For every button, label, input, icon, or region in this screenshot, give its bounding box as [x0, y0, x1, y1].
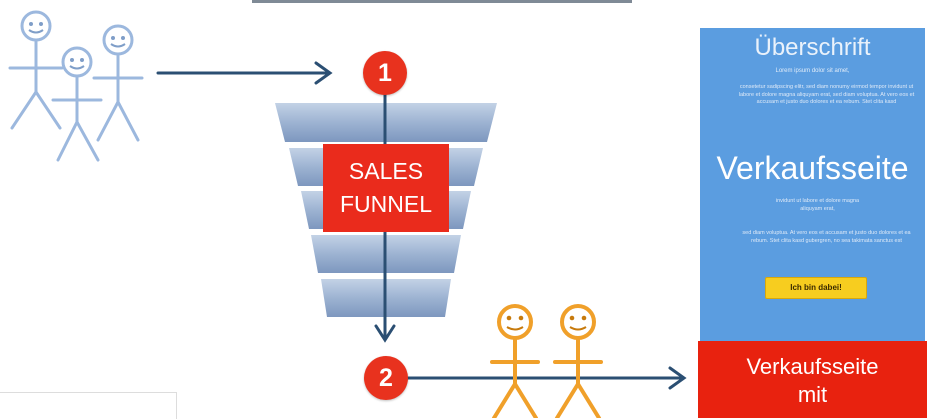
visitor-figure-1-face [28, 22, 44, 34]
sales-funnel-label: SALES FUNNEL [323, 144, 449, 232]
visitor-figure-3 [92, 24, 144, 142]
sales-page-headline: Verkaufsseite [716, 150, 909, 186]
buyer-figure-2-face [569, 315, 587, 331]
visitor-figure-2-face [69, 58, 85, 70]
corner-panel [0, 392, 177, 419]
buyer-figure-1 [490, 304, 540, 418]
step-2-badge: 2 [364, 356, 408, 400]
arrow-visitors-to-funnel [156, 61, 333, 85]
arrow-buyers-to-page [406, 366, 687, 390]
sales-page-text-2: invidunt ut labore et dolore magna aliqu… [775, 198, 860, 212]
funnel-label-line-1: SALES [348, 158, 424, 184]
sales-page-text-1: consetetur sadipscing elitr, sed diam no… [738, 84, 915, 105]
cta-button[interactable]: Ich bin dabei! [765, 277, 867, 299]
bottom-page-line-2: mit [797, 382, 828, 407]
bottom-sales-page-box: Verkaufsseite mit [698, 341, 927, 418]
buyer-figure-2 [553, 304, 603, 418]
step-1-badge: 1 [363, 51, 407, 95]
top-edge-strip [252, 0, 632, 3]
buyer-figure-1-face [506, 315, 524, 331]
sales-page-text-3: sed diam voluptua. At vero eos et accusa… [742, 230, 911, 244]
bottom-page-line-1: Verkaufsseite [746, 354, 879, 379]
visitor-figure-3-face [110, 36, 126, 48]
visitor-figure-2 [51, 46, 103, 162]
funnel-label-line-2: FUNNEL [339, 191, 432, 217]
sales-page-subtitle: Lorem ipsum dolor sit amet, [775, 68, 850, 74]
sales-page-title: Überschrift [754, 34, 871, 61]
sales-page-mockup: Überschrift Lorem ipsum dolor sit amet, … [700, 28, 925, 348]
visitor-figure-1 [8, 10, 64, 130]
